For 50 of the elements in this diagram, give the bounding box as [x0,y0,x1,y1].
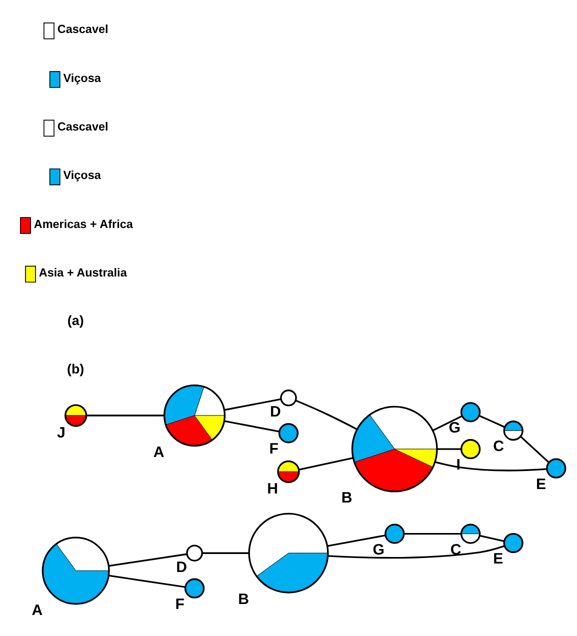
node-label: A [153,444,164,461]
connector [108,553,188,567]
node-circle [546,458,566,478]
connector [224,398,281,411]
connector [224,420,280,432]
node-circle [503,532,524,554]
connector [295,400,358,430]
connector [434,461,547,472]
node-label: G [372,541,385,558]
connector [432,415,462,432]
connector [437,448,462,450]
connector [298,457,354,470]
node-label: E [493,550,504,568]
legend-label: Asia + Australia [38,266,127,280]
legend-label: Cascavel [57,23,108,36]
label: (b) [67,361,84,376]
node-circle [460,402,481,422]
label: (a) [67,312,84,328]
connector [328,545,505,559]
node-label: B [341,490,352,507]
node-label: J [56,424,66,442]
legend-label: Viçosa [63,72,101,85]
legend-label: Cascavel [57,120,108,134]
connector [86,414,164,416]
legend-label: Viçosa [63,169,101,182]
node-label: G [448,420,460,437]
node-circle [186,544,203,562]
node-label: H [267,480,278,498]
node-circle [460,439,481,460]
legend-label: Americas + Africa [34,218,133,231]
connector [404,532,462,535]
connector [480,534,504,542]
node-label: E [536,476,546,493]
node-label: F [269,440,278,458]
node-label: D [176,558,187,576]
node-label: F [175,596,184,613]
node-circle [280,390,297,406]
connector [520,436,550,464]
node-circle [184,578,205,598]
node-circle [384,524,405,544]
connector [202,552,250,554]
node-label: D [270,404,281,421]
node-label: B [238,590,250,608]
connector [478,414,505,428]
connector [327,534,386,547]
node-circle [278,423,299,444]
connector [108,574,186,588]
node-label: C [450,541,462,558]
node-label: A [32,602,43,620]
node-label: C [493,438,504,456]
